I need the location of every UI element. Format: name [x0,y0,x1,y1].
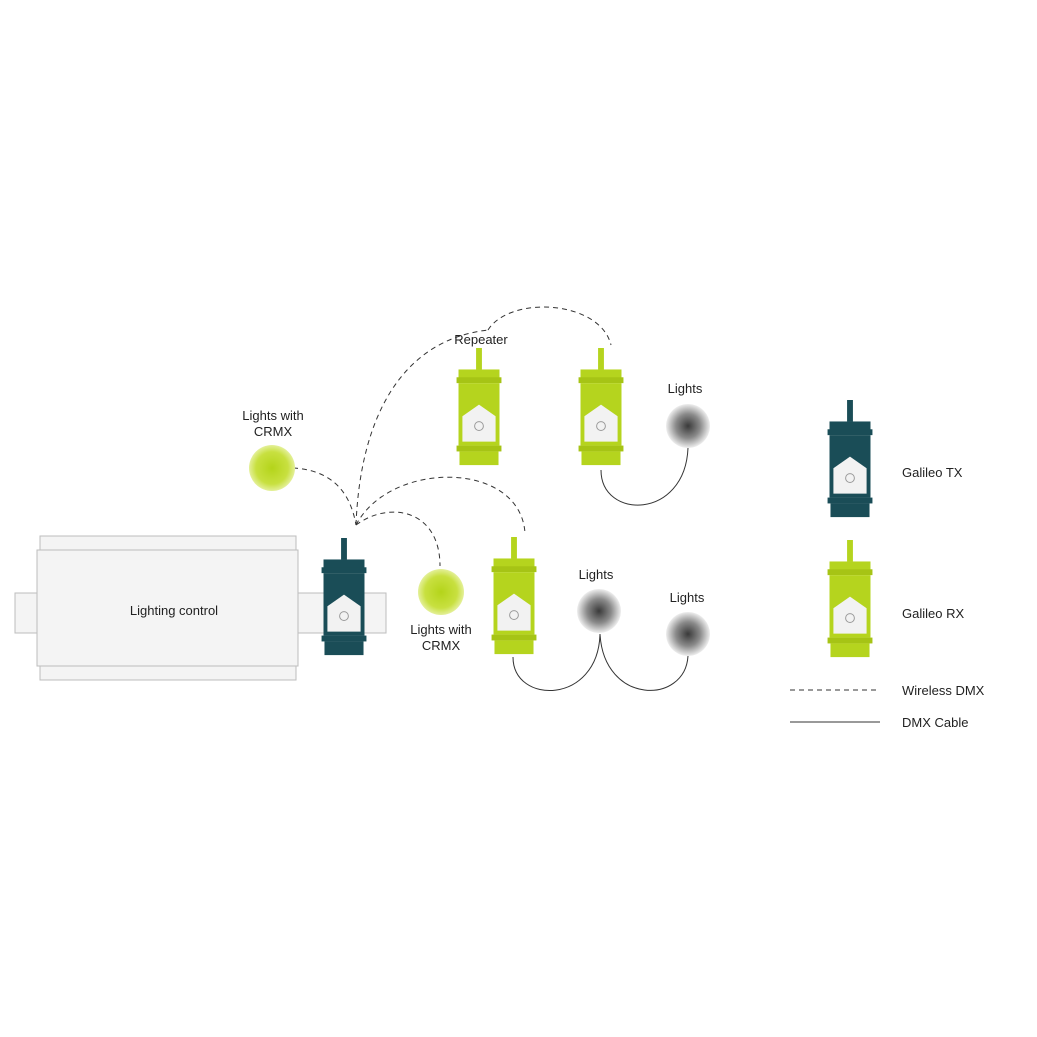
lighting-control-label: Lighting control [130,603,218,618]
legend: Galileo TX Galileo RX Wireless DMX DMX C… [790,399,985,730]
repeater-label: Repeater [454,332,508,347]
legend-rx-label: Galileo RX [902,606,964,621]
cable-light-to-light [599,633,689,691]
galileo-rx-device-bottom [491,536,537,655]
legend-rx-icon [827,539,873,658]
wireless-dmx-links [292,306,612,567]
galileo-rx-device-top [578,347,624,466]
wireless-link-repeater [355,329,489,526]
crmx-label-bottom-line2: CRMX [422,638,461,653]
lights-label-top: Lights [668,381,703,396]
crmx-label-bottom-line1: Lights with [410,622,471,637]
crmx-label-top-line2: CRMX [254,424,293,439]
light-mid [577,589,621,633]
lights-label-right: Lights [670,590,705,605]
crmx-light-bottom [418,569,464,615]
crmx-light-top [249,445,295,491]
legend-tx-label: Galileo TX [902,465,963,480]
repeater-rx-device [456,347,502,466]
wireless-link-repeater-to-rx [487,306,612,346]
dmx-cable-links [512,447,689,692]
legend-tx-icon [827,399,873,518]
wireless-link-crmx-bottom [355,511,441,567]
legend-wireless-label: Wireless DMX [902,683,985,698]
cable-rx-top-to-light [600,447,689,506]
lighting-control-console: Lighting control [14,535,387,681]
wireless-link-crmx-top [292,467,357,526]
galileo-tx-device [321,537,367,656]
lights-label-mid: Lights [579,567,614,582]
light-top [666,404,710,448]
crmx-label-top-line1: Lights with [242,408,303,423]
cable-rx-bottom-to-light [512,633,601,692]
legend-cable-label: DMX Cable [902,715,968,730]
light-right [666,612,710,656]
wireless-link-rx-bottom [355,476,526,534]
